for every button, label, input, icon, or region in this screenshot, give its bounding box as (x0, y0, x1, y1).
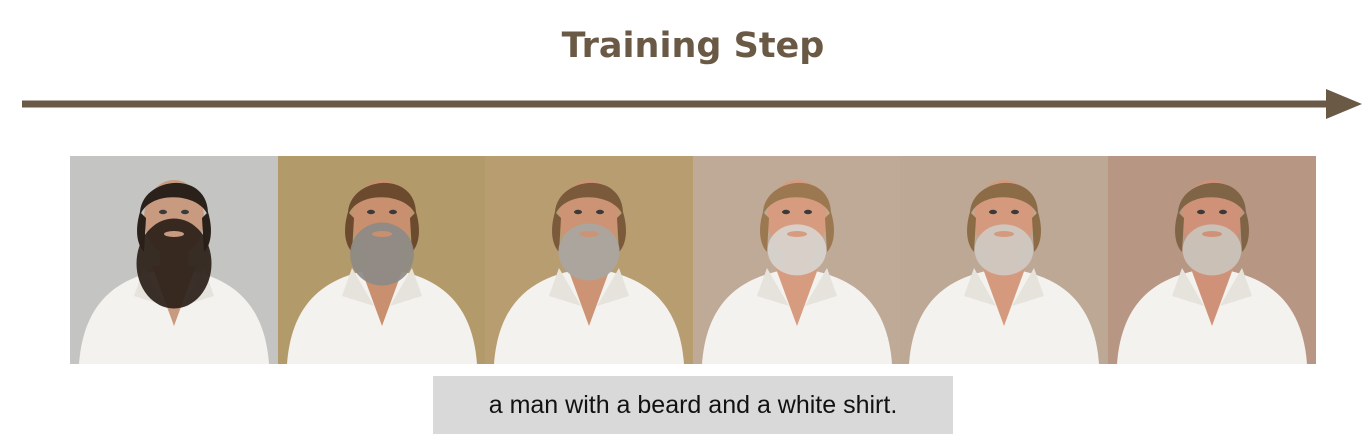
step-6-image (1107, 156, 1316, 364)
step-5-image (900, 156, 1108, 364)
prompt-caption: a man with a beard and a white shirt. (433, 376, 953, 434)
step-3-image (485, 156, 693, 364)
training-step-title: Training Step (561, 26, 825, 66)
step-2-image (277, 156, 486, 364)
image-strip (70, 156, 1316, 364)
prompt-caption-text: a man with a beard and a white shirt. (488, 390, 898, 419)
training-step-arrow (22, 89, 1362, 119)
step-1-image (70, 156, 278, 364)
step-4-image (692, 156, 901, 364)
